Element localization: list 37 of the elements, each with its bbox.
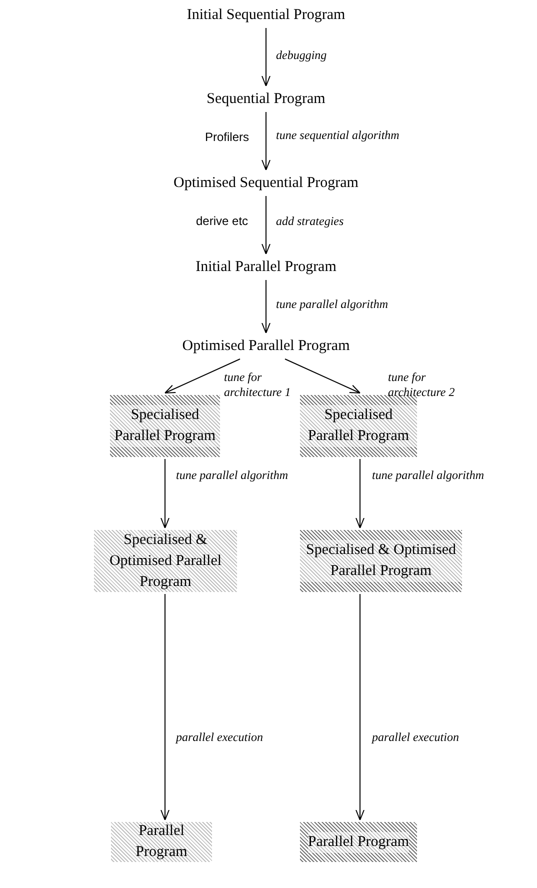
arrow: [262, 112, 270, 170]
stage-label: Specialised Parallel Program: [110, 405, 220, 447]
stage-label: Sequential Program: [206, 90, 326, 108]
tool-label: derive etc: [196, 214, 248, 229]
stage-label: Specialised & Optimised Parallel Program: [94, 530, 237, 592]
edge-label: add strategies: [276, 214, 345, 229]
edge-label: tune for architecture 2: [388, 370, 456, 400]
stage-label: Parallel Program: [308, 832, 410, 852]
hatched-box: [300, 395, 417, 457]
hatched-box: [300, 530, 462, 592]
arrow: [160, 458, 170, 528]
edge-label: tune parallel algorithm: [176, 468, 289, 483]
stage-label: Parallel Program: [111, 821, 212, 863]
stage-label: Specialised & Optimised Parallel Program: [300, 540, 462, 582]
edge-label: debugging: [276, 48, 328, 63]
stage-label: Optimised Sequential Program: [174, 174, 358, 192]
edge-label: tune for architecture 1: [224, 370, 292, 400]
arrow: [262, 196, 270, 254]
tool-label: Profilers: [205, 130, 250, 145]
stage-label: Specialised Parallel Program: [300, 405, 417, 447]
arrow: [160, 594, 170, 820]
arrow: [262, 28, 270, 86]
edge-label: tune parallel algorithm: [276, 297, 389, 312]
edge-label: tune sequential algorithm: [276, 128, 400, 143]
hatched-box: [300, 822, 417, 862]
arrow: [164, 358, 240, 394]
edge-label: parallel execution: [372, 730, 460, 745]
edge-label: parallel execution: [176, 730, 264, 745]
arrow: [284, 358, 360, 394]
arrow: [356, 458, 364, 528]
arrow: [262, 280, 270, 334]
stage-label: Initial Parallel Program: [196, 258, 336, 276]
hatched-box: [110, 395, 220, 457]
stage-label: Optimised Parallel Program: [182, 336, 350, 356]
stage-label: Initial Sequential Program: [186, 6, 346, 24]
arrow: [356, 594, 364, 820]
edge-label: tune parallel algorithm: [372, 468, 485, 483]
